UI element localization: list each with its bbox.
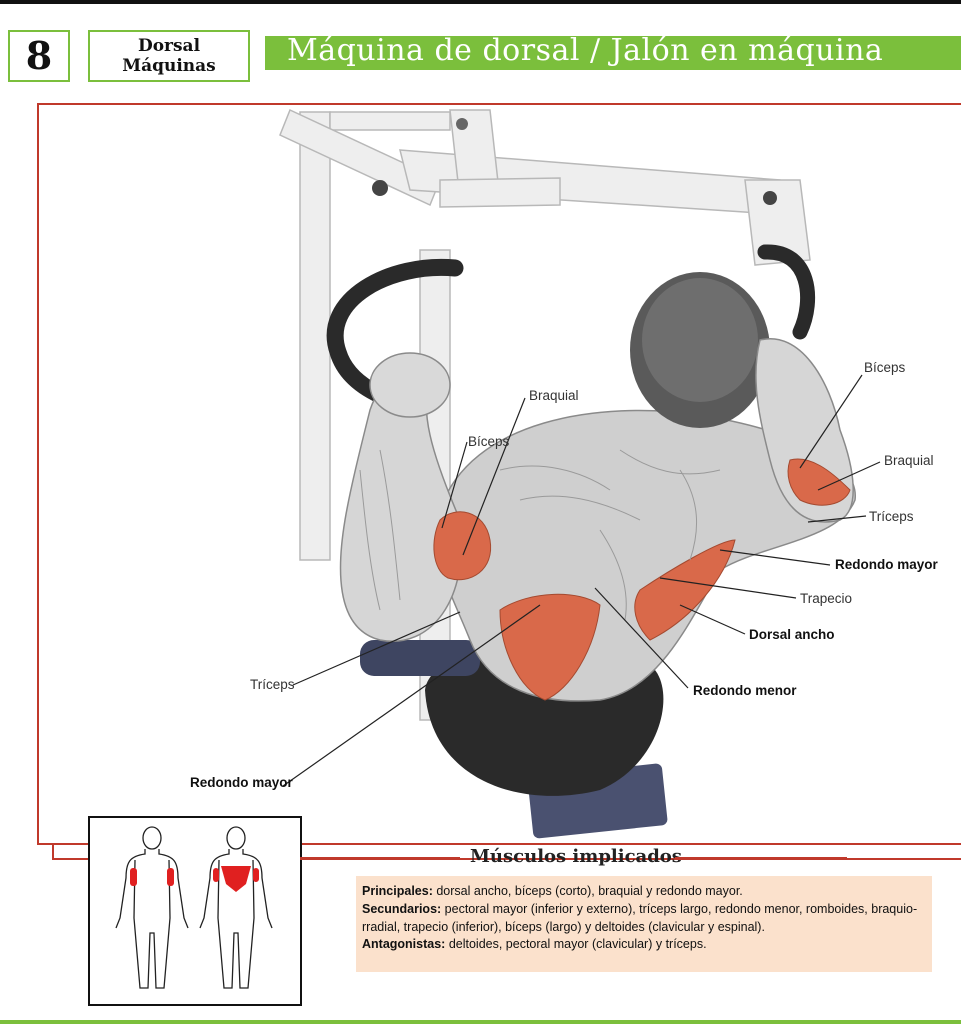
category-box: Dorsal Máquinas (88, 30, 250, 82)
category-line2: Máquinas (122, 56, 216, 76)
page-title: Máquina de dorsal / Jalón en máquina (287, 33, 884, 68)
antagonistas-label: Antagonistas: (362, 937, 446, 952)
label-dorsal-ancho: Dorsal ancho (749, 627, 835, 642)
top-rule (0, 0, 961, 4)
label-biceps-right: Bíceps (864, 360, 906, 375)
bar-handle-right (757, 244, 816, 340)
secundarios-text: pectoral mayor (inferior y externo), trí… (362, 901, 918, 934)
knee-pad (360, 640, 480, 676)
secundarios-line: Secundarios: pectoral mayor (inferior y … (362, 901, 926, 937)
muscles-info-box: Principales: dorsal ancho, bíceps (corto… (356, 876, 932, 972)
label-redondo-mayor-left: Redondo mayor (190, 775, 293, 790)
heading-rule-left (300, 857, 460, 860)
principales-line: Principales: dorsal ancho, bíceps (corto… (362, 883, 926, 901)
principales-label: Principales: (362, 884, 433, 898)
principales-text: dorsal ancho, bíceps (corto), braquial y… (432, 884, 743, 898)
muscles-section-title: Músculos implicados (470, 846, 682, 867)
bottom-rule (0, 1020, 961, 1024)
bolt (372, 180, 388, 196)
hair-texture (642, 278, 758, 402)
bar-handle-left (326, 258, 464, 404)
label-braquial-right: Braquial (884, 453, 934, 468)
highlighted-muscles (433, 458, 851, 701)
body-silhouettes (115, 826, 273, 989)
label-redondo-mayor-right: Redondo mayor (835, 557, 938, 572)
secundarios-label: Secundarios: (362, 901, 442, 916)
category-line1: Dorsal (137, 36, 201, 56)
heading-rule-right (675, 857, 847, 860)
thumb-lats (221, 866, 251, 892)
label-trapecio: Trapecio (800, 591, 853, 606)
label-biceps-left: Bíceps (468, 434, 510, 449)
thumb-arm-back-left (213, 868, 219, 882)
antagonistas-text: deltoides, pectoral mayor (clavicular) y… (445, 937, 707, 952)
brachialis-right-muscle (787, 458, 851, 506)
label-braquial-left: Braquial (529, 388, 579, 403)
label-redondo-menor: Redondo menor (693, 683, 797, 698)
leader-lines (282, 374, 881, 787)
thumb-biceps-left (130, 868, 137, 886)
bolt (763, 191, 777, 205)
bolt (456, 118, 468, 130)
label-triceps-left: Tríceps (250, 677, 295, 692)
thumb-biceps-right (167, 868, 174, 886)
title-bar: Máquina de dorsal / Jalón en máquina (265, 33, 961, 70)
left-fist (369, 352, 451, 418)
shading-lines (359, 449, 721, 621)
body-thumbnail (88, 816, 302, 1006)
antagonistas-line: Antagonistas: deltoides, pectoral mayor … (362, 936, 926, 954)
chapter-number: 8 (8, 30, 70, 82)
latissimus-muscle (499, 593, 601, 701)
label-triceps-right: Tríceps (869, 509, 914, 524)
thumb-arm-back-right (253, 868, 259, 882)
brachialis-left-muscle (433, 511, 492, 581)
